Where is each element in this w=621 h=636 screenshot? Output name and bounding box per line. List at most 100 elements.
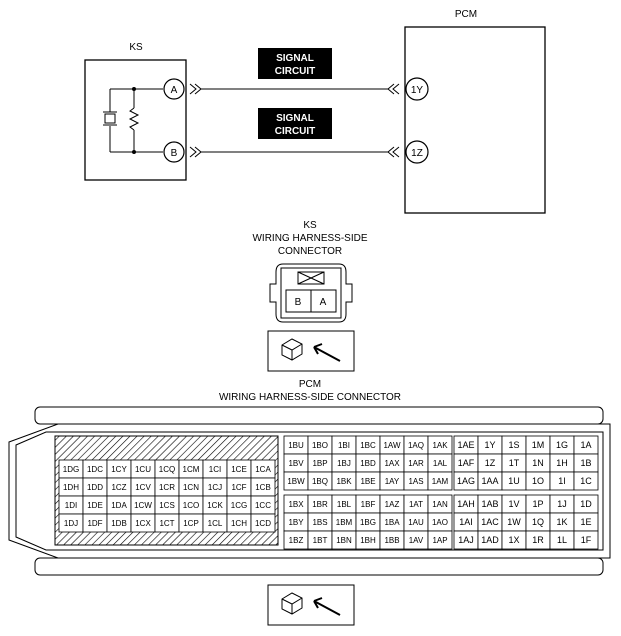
pin-label: 1CL	[208, 519, 223, 528]
pin-label: 1G	[556, 440, 568, 450]
pin-label: 1BP	[312, 459, 327, 468]
pin-label: 1AF	[458, 458, 475, 468]
pin-label: 1AE	[457, 440, 474, 450]
pin-label: 1BE	[360, 477, 375, 486]
pin-label: 1DB	[111, 519, 127, 528]
pin-label: 1E	[580, 517, 591, 527]
pin-label: 1X	[508, 535, 519, 545]
ks-connector-pin-a: A	[320, 297, 327, 308]
pin-label: 1CV	[135, 483, 151, 492]
pin-label: 1F	[581, 535, 592, 545]
pcm-terminal-1y-label: 1Y	[411, 85, 424, 96]
pin-label: 1DF	[87, 519, 102, 528]
pin-label: 1K	[556, 517, 567, 527]
pin-label: 1AC	[481, 517, 499, 527]
pin-label: 1AW	[383, 441, 400, 450]
pin-label: 1AG	[457, 476, 475, 486]
junction-dot	[132, 87, 136, 91]
pin-label: 1W	[507, 517, 521, 527]
pin-cell	[427, 471, 453, 491]
ks-connector-title-1: KS	[303, 220, 317, 231]
ks-connector-title-2: WIRING HARNESS-SIDE	[252, 233, 367, 244]
pin-label: 1BM	[336, 518, 353, 527]
pin-label: 1CD	[255, 519, 271, 528]
pin-label: 1DI	[65, 501, 77, 510]
pin-label: 1CH	[231, 519, 247, 528]
pin-label: 1BY	[288, 518, 304, 527]
pin-label: 1J	[557, 499, 567, 509]
pin-label: 1CZ	[111, 483, 126, 492]
pin-label: 1L	[557, 535, 567, 545]
pin-label: 1AR	[408, 459, 424, 468]
harness-side-view-icon	[267, 584, 355, 626]
pin-label: 1Q	[532, 517, 544, 527]
pin-label: 1P	[532, 499, 543, 509]
pcm-connector-title-1: PCM	[299, 379, 321, 390]
pin-label: 1M	[532, 440, 545, 450]
pin-label: 1CX	[135, 519, 151, 528]
pin-label: 1DC	[87, 465, 103, 474]
pin-cell	[427, 530, 453, 550]
signal-label-1-line1: SIGNAL	[276, 53, 314, 64]
pin-label: 1AL	[433, 459, 448, 468]
pin-cell	[573, 471, 599, 491]
pin-label: 1CA	[255, 465, 271, 474]
pin-label: 1BI	[338, 441, 350, 450]
pin-label: 1S	[508, 440, 519, 450]
pin-label: 1AK	[432, 441, 448, 450]
pin-label: 1AX	[384, 459, 400, 468]
pin-label: 1BJ	[337, 459, 351, 468]
pin-label: 1CP	[183, 519, 199, 528]
harness-side-view-icon	[267, 330, 355, 372]
pin-label: 1CO	[183, 501, 199, 510]
pin-label: 1BA	[384, 518, 400, 527]
pin-label: 1T	[509, 458, 520, 468]
pin-label: 1BT	[313, 536, 328, 545]
pin-label: 1BD	[360, 459, 376, 468]
pin-label: 1BF	[361, 500, 376, 509]
pin-label: 1CI	[209, 465, 221, 474]
pin-label: 1O	[532, 476, 544, 486]
pin-label: 1DE	[87, 501, 103, 510]
pin-label: 1AQ	[408, 441, 424, 450]
pin-label: 1H	[556, 458, 568, 468]
pcm-terminal-1y	[405, 77, 429, 101]
pin-label: 1AI	[459, 517, 473, 527]
ks-connector-title-3: CONNECTOR	[278, 246, 342, 257]
pin-label: 1BH	[360, 536, 376, 545]
pin-label: 1DJ	[64, 519, 78, 528]
pin-label: 1BU	[288, 441, 304, 450]
pin-label: 1Z	[485, 458, 496, 468]
pin-label: 1AM	[432, 477, 449, 486]
pin-label: 1AU	[408, 518, 424, 527]
pin-label: 1CQ	[159, 465, 175, 474]
pin-label: 1CE	[231, 465, 247, 474]
pin-label: 1CN	[183, 483, 199, 492]
ks-terminal-a-label: A	[171, 85, 178, 96]
pin-label: 1AZ	[385, 500, 400, 509]
pin-cell	[573, 530, 599, 550]
pin-label: 1BK	[336, 477, 352, 486]
pin-label: 1BQ	[312, 477, 328, 486]
pin-label: 1CC	[255, 501, 271, 510]
pin-label: 1V	[508, 499, 519, 509]
pin-label: 1BS	[312, 518, 327, 527]
ks-connector-pin-b: B	[295, 297, 302, 308]
pin-label: 1AP	[432, 536, 447, 545]
signal-label-1-line2: CIRCUIT	[275, 66, 316, 77]
pin-label: 1CW	[134, 501, 152, 510]
pin-label: 1CT	[159, 519, 174, 528]
pin-label: 1BR	[312, 500, 328, 509]
pin-label: 1CR	[159, 483, 175, 492]
signal-circuit-label-2	[258, 108, 332, 139]
pin-label: 1AB	[481, 499, 498, 509]
pin-label: 1DG	[63, 465, 79, 474]
pcm-terminal-1z	[405, 140, 429, 164]
pin-label: 1DD	[87, 483, 103, 492]
pin-label: 1AS	[408, 477, 423, 486]
pcm-box	[404, 26, 546, 214]
pin-label: 1I	[558, 476, 566, 486]
pin-label: 1BV	[288, 459, 304, 468]
pin-label: 1B	[580, 458, 591, 468]
